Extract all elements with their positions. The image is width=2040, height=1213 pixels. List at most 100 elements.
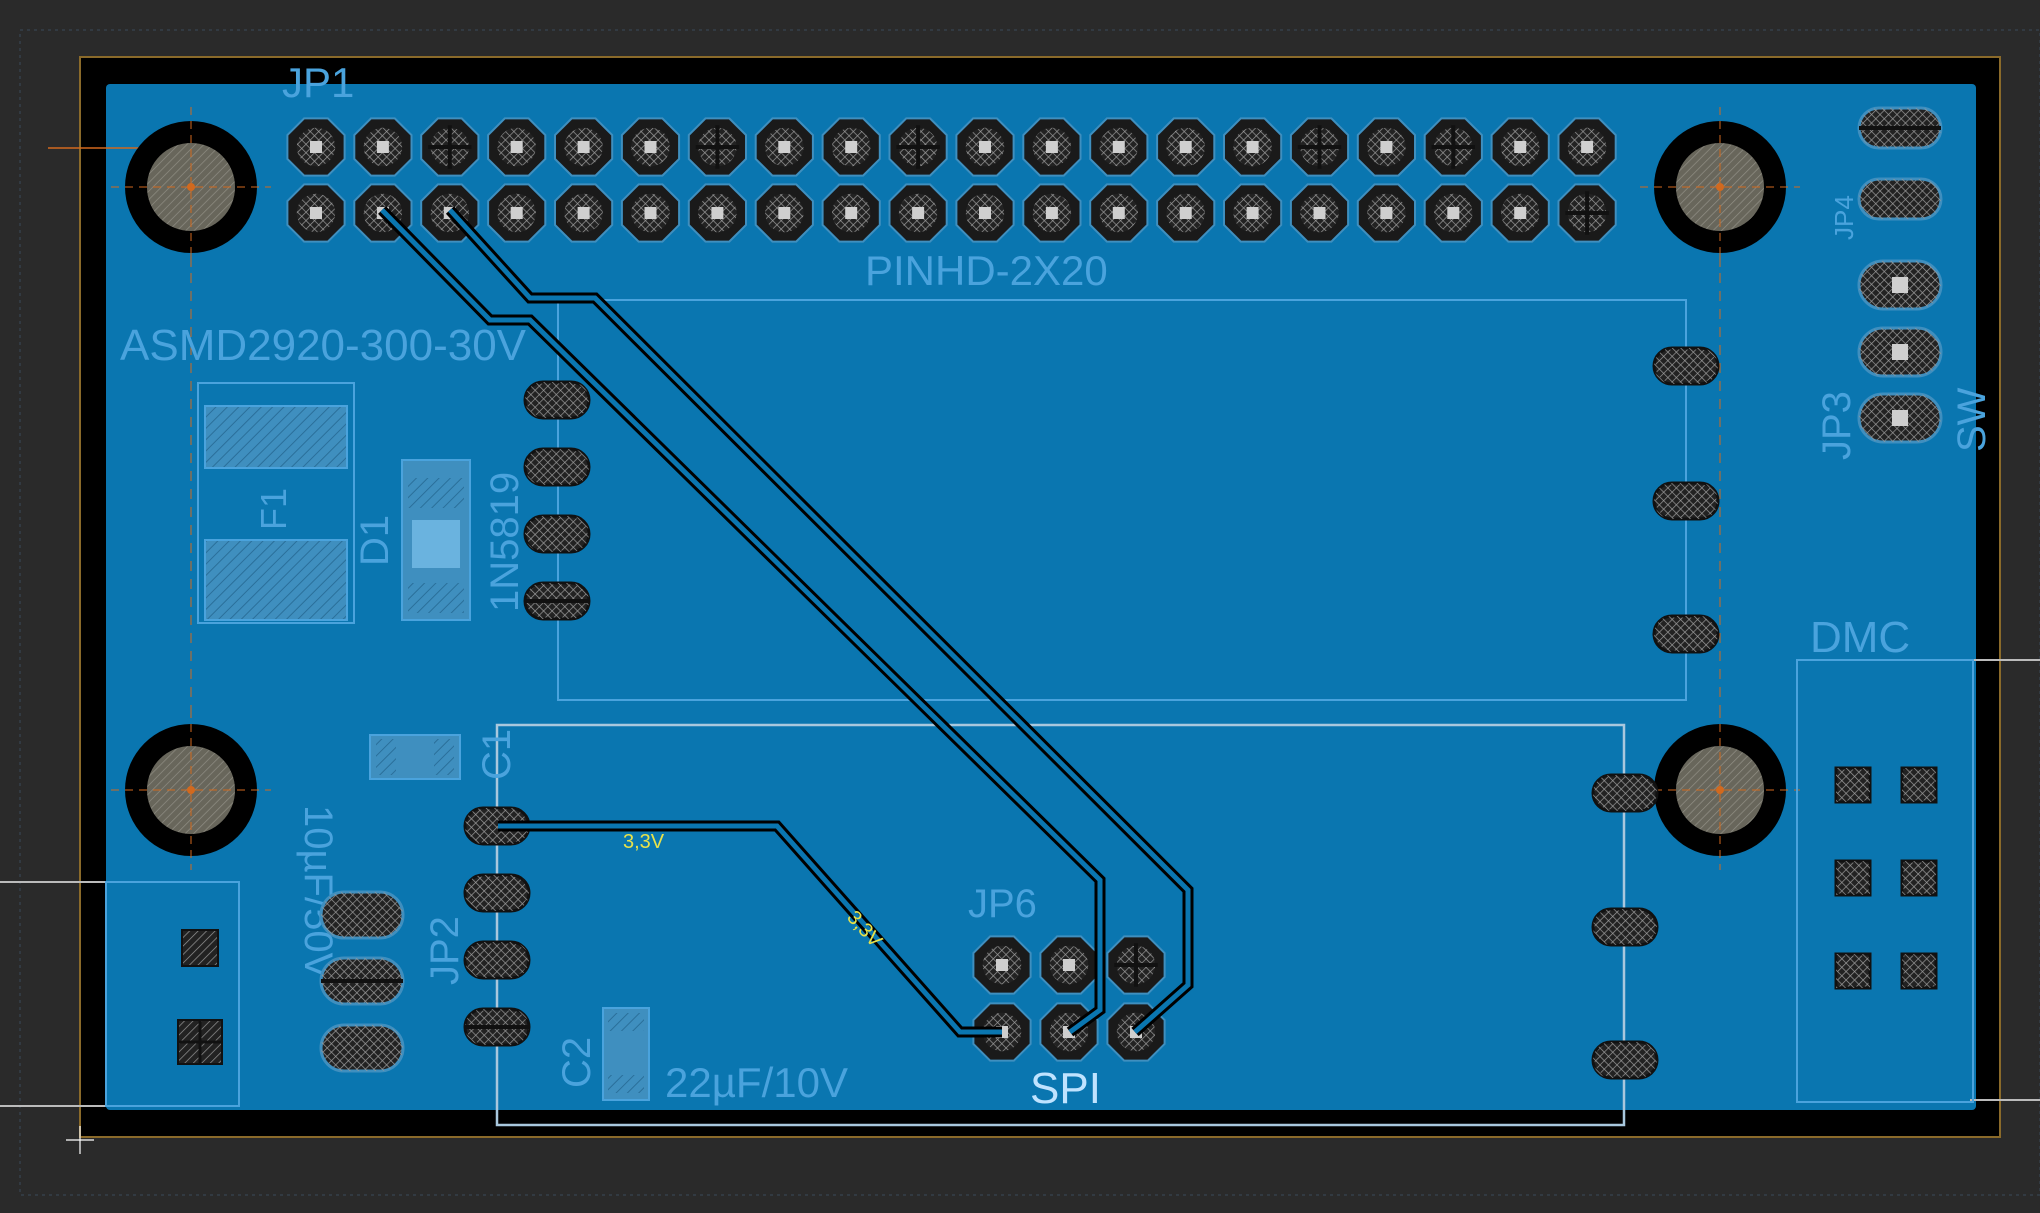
module-pad[interactable] (463, 940, 531, 980)
copper-pour[interactable] (106, 84, 1976, 1110)
jp4-pad[interactable] (1857, 177, 1943, 221)
jp1-pad[interactable] (754, 183, 814, 243)
jp2-label: JP2 (423, 916, 467, 985)
capacitor-c2[interactable] (602, 1007, 650, 1101)
module-pad[interactable] (523, 514, 591, 554)
spi-label: SPI (1030, 1064, 1101, 1113)
jp1-pad[interactable] (1356, 183, 1416, 243)
dmc-pad[interactable] (1834, 859, 1872, 897)
module-pad[interactable] (1591, 773, 1659, 813)
jp1-pad[interactable] (1022, 117, 1082, 177)
c1-label: C1 (475, 729, 519, 780)
jp1-pad[interactable] (687, 117, 747, 177)
mounting-hole (1640, 107, 1800, 267)
jp1-pad[interactable] (821, 117, 881, 177)
jp1-pad[interactable] (1022, 183, 1082, 243)
jp2-pad[interactable] (319, 890, 405, 940)
jp6-pad[interactable] (972, 935, 1032, 995)
jp1-pad[interactable] (1156, 183, 1216, 243)
module-pad[interactable] (1591, 1040, 1659, 1080)
jp1-pad[interactable] (955, 183, 1015, 243)
jp1-pad[interactable] (1557, 183, 1617, 243)
jp1-pad[interactable] (1223, 117, 1283, 177)
jp1-pad[interactable] (286, 117, 346, 177)
jp1-pad[interactable] (1557, 117, 1617, 177)
f1-label: F1 (253, 488, 294, 530)
jp2-pad[interactable] (319, 1023, 405, 1073)
jp1-pad[interactable] (1356, 117, 1416, 177)
fuse-f1[interactable] (197, 382, 355, 624)
jp1-pad[interactable] (1423, 117, 1483, 177)
jp3-pad[interactable] (1857, 392, 1943, 444)
jp1-pad[interactable] (286, 183, 346, 243)
jp1-pad[interactable] (1490, 183, 1550, 243)
jp4-label: JP4 (1829, 195, 1859, 240)
jp1-pad[interactable] (888, 183, 948, 243)
module-pad[interactable] (463, 873, 531, 913)
dmc-pad[interactable] (1900, 952, 1938, 990)
jp1-pad[interactable] (1223, 183, 1283, 243)
left-connector[interactable] (105, 881, 240, 1107)
sw-label: SW (1950, 387, 1994, 452)
dmc-connector[interactable] (1796, 659, 1974, 1103)
d1-value-label: 1N5819 (483, 472, 527, 612)
module-pad[interactable] (1591, 907, 1659, 947)
module-pad[interactable] (1652, 614, 1720, 654)
jp3-label: JP3 (1815, 391, 1859, 460)
fuse-value-label: ASMD2920-300-30V (120, 321, 527, 370)
jp3-pad[interactable] (1857, 259, 1943, 311)
jp1-pad[interactable] (487, 117, 547, 177)
jp2-pad[interactable] (319, 956, 405, 1006)
dmc-pad[interactable] (1834, 766, 1872, 804)
jp1-pad[interactable] (1289, 117, 1350, 177)
jp1-pad[interactable] (1490, 117, 1550, 177)
module-oval-pads (463, 346, 1720, 1080)
mounting-hole (111, 710, 271, 870)
jp4-pad[interactable] (1857, 106, 1943, 150)
jp6-label: JP6 (968, 882, 1037, 926)
jp2-header[interactable] (319, 890, 405, 1073)
jp1-pad[interactable] (1423, 183, 1483, 243)
mounting-hole (1640, 710, 1800, 870)
traces[interactable] (378, 206, 1194, 1038)
module-pad[interactable] (1652, 481, 1720, 521)
diode-d1[interactable] (401, 459, 471, 621)
jp1-pad[interactable] (955, 117, 1015, 177)
jp1-pad[interactable] (620, 117, 681, 177)
c2-value-label: 22µF/10V (665, 1059, 848, 1106)
jp1-pad[interactable] (1089, 117, 1149, 177)
jp1-pad[interactable] (554, 183, 614, 243)
jp1-pad[interactable] (620, 183, 681, 243)
jp1-pad[interactable] (1089, 183, 1149, 243)
jp1-pad[interactable] (487, 183, 547, 243)
dmc-pad[interactable] (1900, 859, 1938, 897)
jp1-pad[interactable] (1289, 183, 1350, 243)
module-pad[interactable] (1652, 346, 1720, 386)
mounting-holes (111, 107, 1800, 870)
module-pad[interactable] (523, 581, 591, 621)
jp3-jp4-headers[interactable] (1857, 106, 1943, 444)
jp6-pad[interactable] (1106, 935, 1166, 995)
jp1-pad[interactable] (1156, 117, 1216, 177)
jp1-pad[interactable] (420, 117, 480, 177)
module-pad[interactable] (463, 1007, 531, 1047)
module-pad[interactable] (523, 380, 591, 420)
dmc-pad[interactable] (1900, 766, 1938, 804)
jp3-pad[interactable] (1857, 326, 1943, 378)
jp1-label: JP1 (282, 59, 354, 106)
capacitor-c1[interactable] (369, 734, 461, 780)
module-pad[interactable] (523, 447, 591, 487)
jp1-pad[interactable] (821, 183, 881, 243)
jp1-pad[interactable] (353, 117, 413, 177)
module-pad[interactable] (463, 806, 531, 846)
mounting-hole (111, 107, 271, 267)
jp1-pad[interactable] (687, 183, 747, 243)
dmc-pad[interactable] (1834, 952, 1872, 990)
jp1-pad[interactable] (554, 117, 614, 177)
jp6-pad[interactable] (1039, 935, 1099, 995)
jp1-pad[interactable] (888, 117, 948, 177)
jp1-header[interactable] (286, 117, 1617, 243)
jp1-pad[interactable] (754, 117, 814, 177)
origin-marker (66, 1126, 94, 1154)
